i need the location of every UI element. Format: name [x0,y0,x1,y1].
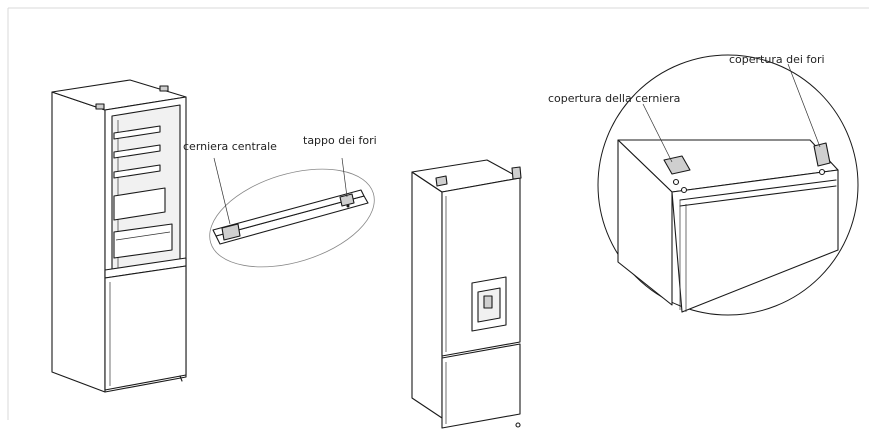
fridge-closed-lower-door [441,343,521,429]
closed-hinge-left [435,175,448,187]
leader-hole-cover [787,63,821,148]
top-hinge-right [159,85,169,92]
hinge-bar-top [212,189,365,237]
crisper-upper [113,187,166,221]
fridge-closed [411,159,522,429]
hinge-cover-part [663,155,691,175]
zoom-fridge-front [671,169,839,313]
fridge-closed-side [411,171,443,419]
leader-hinge-cover [642,103,673,163]
label-hinge-cover: copertura della cerniera [548,92,681,105]
center-hinge-detail [209,157,375,268]
hinge-block-right [339,193,355,207]
dispenser-lever [483,295,493,309]
shelf-2 [113,144,161,159]
leader-hole-plug [341,157,348,198]
closed-hinge-right [511,166,522,180]
label-hole-plug: tappo dei fori [303,134,377,147]
fridge-open [51,79,187,393]
fridge-open-side [51,91,106,393]
label-hole-cover: copertura dei fori [729,53,825,66]
hole-cover-part [813,142,831,167]
label-center-hinge: cerniera centrale [183,140,277,153]
top-cover-detail [597,54,859,316]
freezer-door [104,265,187,391]
shelf-3 [113,164,161,179]
detail-ellipse [209,168,375,268]
shelf-1 [113,125,161,140]
top-hinge-left [95,103,105,110]
zoom-fridge-side [617,139,673,306]
hinge-block-left [221,223,241,241]
crisper-lower [113,223,173,259]
leader-center-hinge [213,157,231,225]
